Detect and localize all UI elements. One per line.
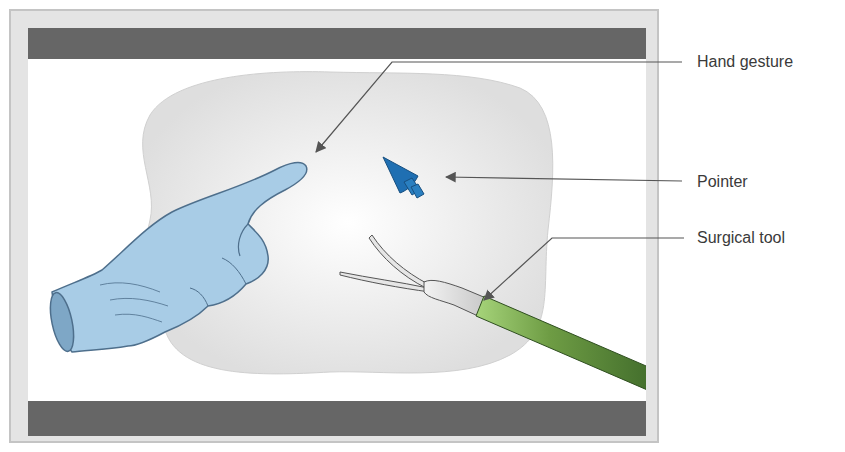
leader-line [446,177,682,181]
leader-line [316,62,682,152]
monitor-frame [10,10,658,442]
pointer-cone [383,157,424,198]
leader-line [484,238,684,300]
callout-label: Surgical tool [697,228,785,248]
screen [28,28,646,436]
glove-hand [46,163,307,354]
surgical-tool [340,235,646,392]
callout-label: Pointer [697,172,748,192]
top-bar [28,28,646,59]
bottom-bar [28,401,646,436]
callout-label: Hand gesture [697,52,793,72]
